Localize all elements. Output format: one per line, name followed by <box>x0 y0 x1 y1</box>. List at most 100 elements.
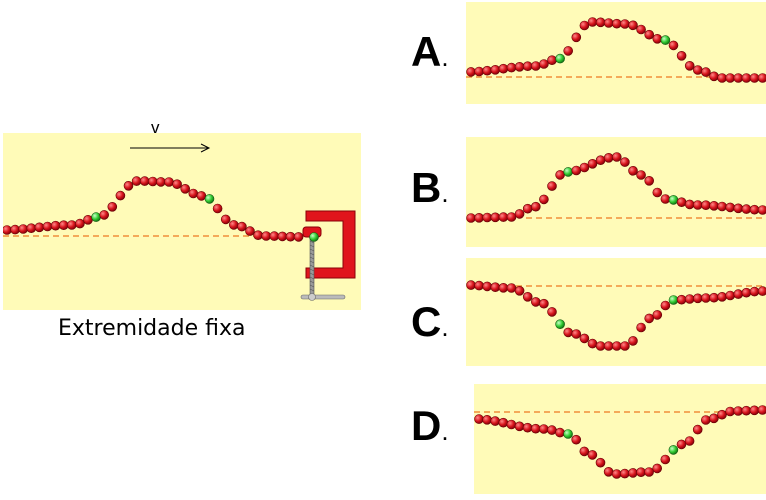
red-bead <box>131 176 142 186</box>
red-bead <box>522 422 533 433</box>
red-bead <box>579 446 590 457</box>
red-bead <box>757 73 766 83</box>
red-bead <box>50 220 61 231</box>
red-bead <box>514 209 525 219</box>
red-bead <box>555 427 565 438</box>
red-bead <box>733 289 744 299</box>
red-bead <box>466 280 476 290</box>
red-bead <box>733 73 744 83</box>
fixed-end-caption: Extremidade fixa <box>58 316 246 341</box>
red-bead <box>506 419 517 430</box>
red-bead <box>692 424 703 435</box>
option-c-label[interactable]: C. <box>411 298 449 345</box>
red-bead <box>482 281 493 292</box>
red-bead <box>603 467 614 477</box>
green-bead <box>563 429 573 439</box>
red-bead <box>693 65 703 75</box>
red-bead <box>83 215 93 225</box>
red-bead <box>579 333 590 344</box>
red-bead <box>514 62 525 72</box>
red-bead <box>514 285 525 296</box>
red-bead <box>725 290 736 301</box>
option-c-panel[interactable] <box>466 258 766 366</box>
red-bead <box>115 190 126 201</box>
red-bead <box>725 202 736 213</box>
red-bead <box>636 322 646 333</box>
red-bead <box>668 40 679 51</box>
red-bead <box>514 421 525 432</box>
option-d-panel[interactable] <box>474 384 766 494</box>
red-bead <box>595 457 606 468</box>
green-bead <box>309 232 319 242</box>
red-bead <box>676 50 687 61</box>
red-bead <box>531 61 541 71</box>
red-bead <box>652 187 663 198</box>
red-bead <box>701 415 711 425</box>
red-bead <box>498 417 509 428</box>
red-bead <box>530 423 541 434</box>
red-bead <box>612 152 622 162</box>
red-bead <box>717 201 727 212</box>
red-bead <box>539 59 549 69</box>
red-bead <box>603 18 614 28</box>
red-bead <box>220 214 231 225</box>
red-bead <box>522 61 533 71</box>
red-bead <box>660 194 671 204</box>
option-d-label[interactable]: D. <box>411 402 449 449</box>
red-bead <box>212 203 223 214</box>
red-bead <box>652 33 663 44</box>
red-bead <box>506 283 517 293</box>
red-bead <box>196 191 207 201</box>
red-bead <box>741 73 752 83</box>
red-bead <box>644 313 654 324</box>
green-bead <box>91 212 101 222</box>
red-bead <box>636 467 646 477</box>
red-bead <box>547 181 557 191</box>
green-bead <box>563 167 573 177</box>
red-bead <box>701 293 711 303</box>
option-a-panel[interactable] <box>466 2 766 104</box>
green-bead <box>660 35 671 45</box>
red-bead <box>579 20 590 31</box>
red-bead <box>725 406 735 417</box>
incident-pulse-panel <box>3 133 361 310</box>
red-bead <box>757 205 766 215</box>
red-bead <box>490 282 501 293</box>
red-bead <box>539 424 549 434</box>
red-bead <box>628 336 638 346</box>
red-bead <box>709 292 719 303</box>
red-bead <box>595 17 606 28</box>
fixed-clamp-icon <box>300 210 356 301</box>
red-bead <box>709 413 719 424</box>
option-b-panel[interactable] <box>466 137 766 247</box>
red-bead <box>587 450 598 460</box>
red-bead <box>539 298 549 309</box>
green-bead <box>555 53 565 64</box>
red-bead <box>709 201 719 211</box>
option-b-figure <box>466 152 766 223</box>
red-bead <box>701 67 711 77</box>
option-d-figure <box>474 405 766 479</box>
red-bead <box>522 291 533 302</box>
red-bead <box>636 24 646 35</box>
red-bead <box>676 294 687 305</box>
red-bead <box>709 71 719 82</box>
red-bead <box>741 405 752 416</box>
red-bead <box>75 218 85 229</box>
red-bead <box>595 341 606 351</box>
red-bead <box>684 199 695 210</box>
green-bead <box>668 295 679 305</box>
red-bead <box>261 231 272 241</box>
option-b-label[interactable]: B. <box>411 164 449 211</box>
red-bead <box>531 201 541 212</box>
red-bead <box>474 414 484 424</box>
option-a-figure <box>466 17 766 83</box>
red-bead <box>172 179 182 190</box>
red-bead <box>474 213 484 223</box>
red-bead <box>571 329 582 339</box>
red-bead <box>652 463 662 474</box>
red-bead <box>644 29 654 40</box>
red-bead <box>603 341 614 351</box>
green-bead <box>204 194 215 204</box>
option-a-label[interactable]: A. <box>411 28 449 75</box>
